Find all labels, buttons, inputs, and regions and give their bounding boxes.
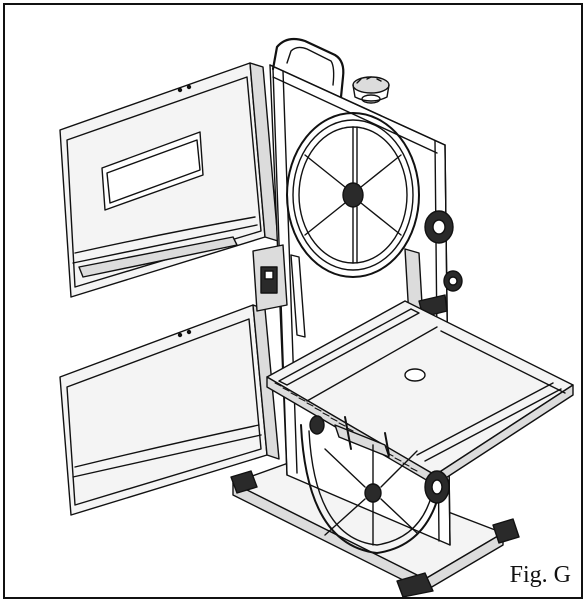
upper-wheel bbox=[286, 112, 420, 278]
base bbox=[230, 456, 520, 598]
figure-caption: Fig. G bbox=[509, 562, 571, 588]
upper-door-window bbox=[101, 131, 204, 211]
lower-wheel bbox=[300, 424, 444, 554]
table-tilt-knob bbox=[309, 415, 450, 504]
carry-handle bbox=[271, 37, 345, 99]
power-switch-box bbox=[252, 244, 306, 338]
lower-door bbox=[59, 304, 280, 516]
figure-frame: Fig. G bbox=[3, 3, 583, 599]
base-foot bbox=[396, 572, 434, 598]
upper-door bbox=[59, 62, 279, 298]
base-foot bbox=[492, 518, 520, 544]
tension-knob bbox=[352, 76, 390, 104]
tracking-knob bbox=[424, 210, 454, 244]
bandsaw-drawing bbox=[59, 37, 574, 598]
base-foot bbox=[230, 470, 258, 494]
miter-gauge bbox=[334, 416, 390, 458]
